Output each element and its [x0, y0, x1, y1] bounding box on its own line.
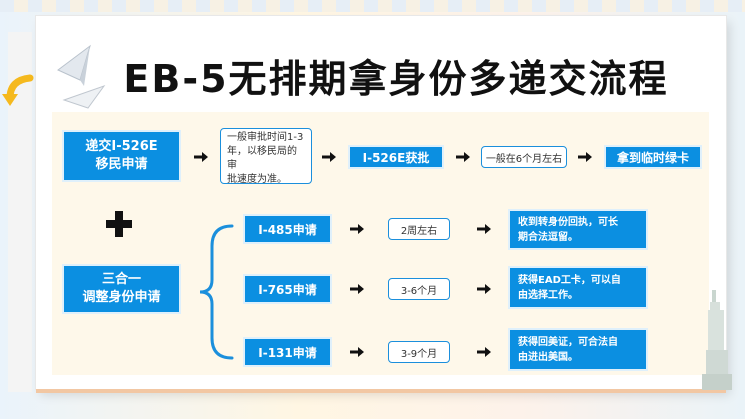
approval-note-line3: 批速度为准。: [227, 174, 287, 185]
i485-result-line1: 收到转身份回执，可长: [518, 216, 618, 228]
i131-result-box: 获得回美证，可合法自 由进出美国。: [508, 328, 648, 371]
i485-result-line2: 期合法逗留。: [518, 231, 578, 243]
approval-note-line1: 一般审批时间1-3: [227, 132, 304, 143]
arrow-right-icon: [350, 224, 364, 234]
approval-note-line2: 年，以移民局的审: [227, 146, 297, 171]
arrow-right-icon: [578, 152, 592, 162]
i526e-approved-box: I-526E获批: [348, 145, 444, 169]
arrow-right-icon: [477, 284, 491, 294]
submit-i526e-box: 递交I-526E 移民申请: [62, 130, 181, 182]
submit-i526e-line2: 移民申请: [95, 157, 148, 172]
arrow-right-icon: [456, 152, 470, 162]
temporary-green-card-box: 拿到临时绿卡: [604, 145, 702, 169]
three-in-one-box: 三合一 调整身份申请: [62, 264, 181, 314]
i765-result-line1: 获得EAD工卡，可以自: [518, 274, 621, 286]
arrow-right-icon: [194, 152, 208, 162]
i131-time-note: 3-9个月: [388, 341, 450, 363]
arrow-right-icon: [322, 152, 336, 162]
arrow-right-icon: [477, 224, 491, 234]
i131-result-line2: 由进出美国。: [518, 351, 578, 363]
i765-time-note: 3-6个月: [388, 278, 450, 300]
six-months-note: 一般在6个月左右: [481, 146, 567, 168]
three-in-one-line1: 三合一: [101, 272, 141, 287]
bottom-accent-strip: [36, 389, 726, 393]
curved-arrow-icon: [2, 74, 34, 106]
i485-result-box: 收到转身份回执，可长 期合法逗留。: [508, 209, 648, 250]
i131-box: I-131申请: [243, 337, 332, 367]
arrow-right-icon: [350, 347, 364, 357]
page-title: EB-5无排期拿身份多递交流程: [123, 57, 669, 101]
paper-plane-icon: [57, 44, 106, 109]
top-decor-band: [0, 0, 745, 12]
brace-icon: [199, 224, 234, 360]
arrow-right-icon: [477, 347, 491, 357]
arrow-right-icon: [350, 284, 364, 294]
statue-of-liberty-icon: [702, 290, 732, 390]
approval-time-note: 一般审批时间1-3 年，以移民局的审 批速度为准。: [220, 128, 312, 185]
submit-i526e-line1: 递交I-526E: [85, 139, 158, 154]
i765-result-box: 获得EAD工卡，可以自 由选择工作。: [508, 266, 648, 309]
i765-box: I-765申请: [243, 274, 332, 304]
i131-result-line1: 获得回美证，可合法自: [518, 336, 618, 348]
i765-result-line2: 由选择工作。: [518, 289, 578, 301]
three-in-one-line2: 调整身份申请: [82, 290, 161, 305]
i485-box: I-485申请: [243, 214, 332, 244]
i485-time-note: 2周左右: [388, 218, 450, 240]
plus-icon: [106, 211, 132, 237]
